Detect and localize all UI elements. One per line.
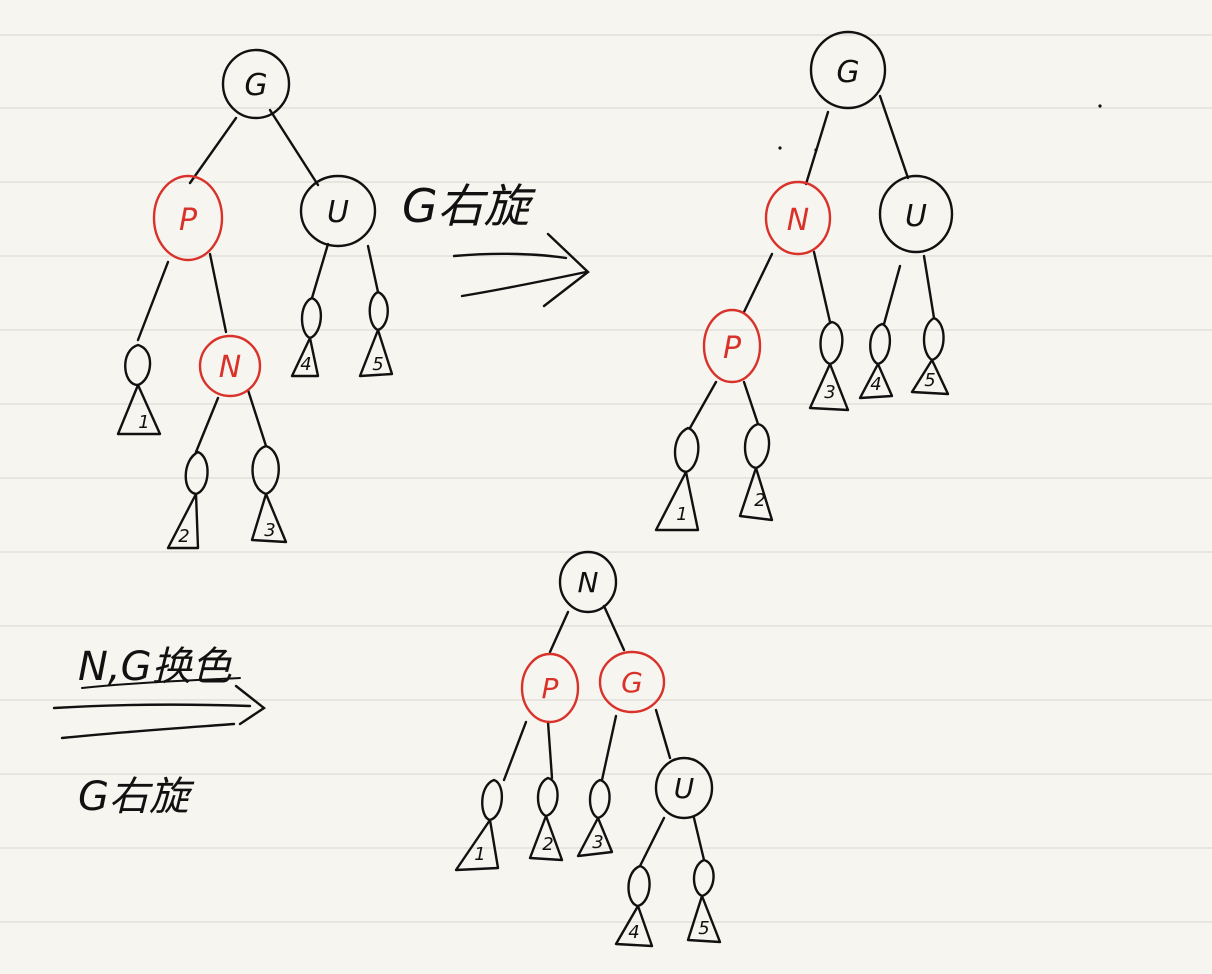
- stray-marks: [778, 104, 1102, 152]
- subtree-3: [576, 778, 614, 858]
- subtree-3: [250, 444, 288, 544]
- subtree-label: 5: [924, 370, 935, 391]
- edge-n-p: [548, 610, 570, 654]
- edge-p-n: [208, 252, 228, 334]
- tree-final-labels: N P G U: [542, 566, 695, 805]
- edge-g-n: [804, 110, 830, 186]
- node-p-red: [702, 308, 762, 384]
- edge-u-5: [922, 254, 936, 320]
- edge-g-p: [188, 116, 238, 185]
- node-label: G: [244, 68, 267, 103]
- edge-g-u: [654, 708, 672, 760]
- subtree-label: 4: [628, 922, 639, 943]
- node-label: U: [327, 195, 349, 230]
- subtree-2: [528, 776, 564, 862]
- node-label: N: [578, 566, 599, 599]
- subtree-4: [614, 864, 654, 948]
- subtree-label: 5: [698, 918, 709, 939]
- edge-n-p: [742, 252, 774, 314]
- node-u: [299, 174, 377, 248]
- subtree-label: 1: [474, 844, 485, 865]
- node-label: P: [542, 672, 559, 705]
- ruled-lines: [0, 34, 1212, 923]
- subtree-label: 4: [870, 374, 881, 395]
- subtree-label: 3: [824, 382, 835, 403]
- subtree-1: [654, 426, 700, 532]
- node-label: N: [219, 350, 241, 385]
- subtree-label: 1: [676, 504, 687, 525]
- edge-g-u: [878, 94, 910, 180]
- tree-before-labels: G P U N: [179, 68, 349, 385]
- node-label: U: [905, 199, 927, 234]
- tree-middle: [654, 30, 954, 532]
- node-label: U: [674, 772, 695, 805]
- subtree-label: 2: [542, 834, 553, 855]
- node-label: G: [836, 55, 859, 90]
- edge-g-u: [268, 108, 320, 187]
- node-u: [878, 174, 954, 254]
- node-label: P: [179, 203, 198, 238]
- subtree-label: 1: [138, 412, 149, 433]
- edge-u-5: [692, 816, 706, 862]
- subtree-4: [858, 322, 894, 400]
- edge-u-4: [882, 264, 902, 326]
- subtree-2: [738, 422, 774, 522]
- node-u: [654, 756, 714, 820]
- subtree-label: 4: [300, 354, 311, 375]
- edge-n-3: [246, 388, 268, 448]
- edge-p-1: [688, 380, 718, 430]
- subtree-label: 2: [754, 490, 765, 511]
- step-1-label: G右旋: [402, 179, 537, 233]
- subtree-5: [358, 290, 394, 378]
- subtree-5: [686, 858, 722, 944]
- tree-before-subtree-labels: 1 2 3 4 5: [138, 354, 383, 547]
- edge-g-3: [600, 714, 618, 782]
- subtree-2: [166, 450, 209, 550]
- edge-n-g: [602, 604, 626, 652]
- tree-middle-labels: G N U P: [723, 55, 927, 366]
- node-g-red: [598, 650, 666, 714]
- subtree-label: 2: [178, 526, 189, 547]
- step-2-label-top: N,G换色: [78, 644, 233, 690]
- node-p-red: [152, 174, 224, 262]
- edge-u-5: [366, 244, 380, 294]
- tree-final-subtree-labels: 1 2 3 4 5: [474, 832, 709, 943]
- subtree-1: [454, 778, 503, 872]
- subtree-5: [910, 316, 950, 396]
- edge-p-2: [546, 720, 554, 780]
- node-label: N: [787, 203, 809, 238]
- arrow-step-2: [52, 677, 267, 740]
- tree-final: [454, 550, 722, 948]
- node-n-red: [198, 334, 262, 398]
- edge-n-3: [812, 250, 832, 324]
- node-n: [558, 550, 618, 614]
- node-n-red: [764, 180, 832, 256]
- edge-n-2: [194, 396, 220, 454]
- node-g: [221, 48, 291, 120]
- edge-p-2: [742, 380, 760, 426]
- edge-p-1: [502, 720, 528, 782]
- step-2-label-bottom: G右旋: [78, 774, 195, 820]
- arrow-step-1: [452, 232, 590, 308]
- tree-middle-subtree-labels: 1 2 3 4 5: [676, 370, 935, 525]
- node-p-red: [520, 652, 580, 724]
- subtree-3: [808, 320, 850, 412]
- node-label: P: [723, 331, 742, 366]
- node-label: G: [621, 666, 643, 699]
- subtree-label: 5: [372, 354, 383, 375]
- tree-before: [116, 48, 394, 550]
- subtree-label: 3: [592, 832, 603, 853]
- edge-u-4: [310, 242, 330, 300]
- subtree-4: [290, 296, 322, 378]
- edge-p-1: [136, 260, 170, 342]
- edge-u-4: [638, 816, 666, 868]
- subtree-1: [116, 343, 162, 436]
- node-g: [809, 30, 887, 110]
- subtree-label: 3: [264, 520, 275, 541]
